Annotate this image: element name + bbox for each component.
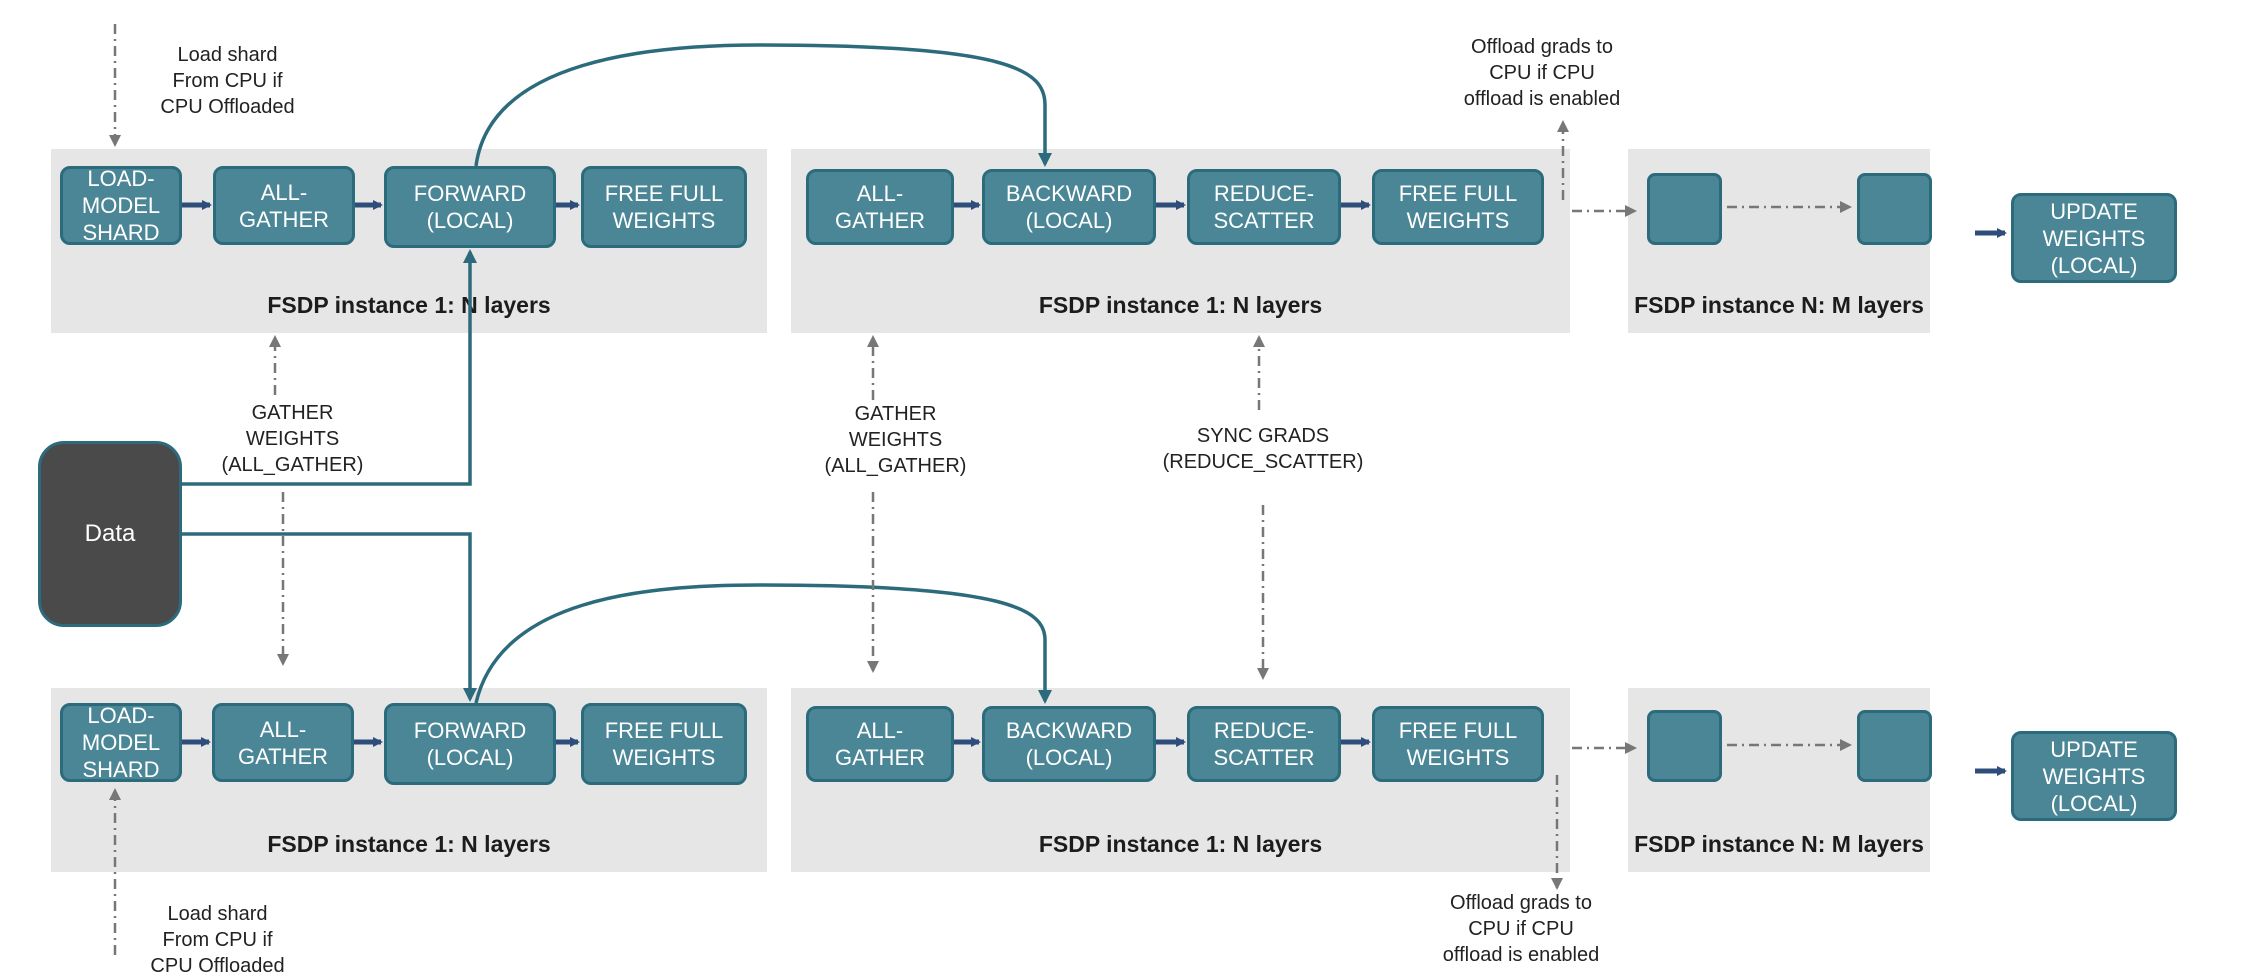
data-block: Data	[38, 441, 182, 627]
top-reduce-scatter-box: REDUCE- SCATTER	[1187, 169, 1341, 245]
data-to-top-forward-line	[182, 249, 477, 486]
top-all-gather-backward-box: ALL- GATHER	[806, 169, 954, 245]
bottom-all-gather-forward-box: ALL- GATHER	[212, 703, 354, 782]
panel-label: FSDP instance 1: N layers	[1038, 831, 1323, 857]
bottom-backward-box: BACKWARD (LOCAL)	[982, 706, 1156, 782]
panel-label: FSDP instance 1: N layers	[1038, 292, 1323, 318]
bottom-forward-to-backward-curve	[474, 583, 1052, 704]
top-layer-box-last	[1857, 173, 1932, 245]
bottom-load-model-shard-box: LOAD- MODEL SHARD	[60, 703, 182, 782]
top-forward-to-backward-curve	[474, 43, 1052, 167]
panel-label: FSDP instance N: M layers	[1634, 292, 1924, 318]
top-load-shard-note: Load shard From CPU if CPU Offloaded	[160, 44, 295, 118]
bottom-update-weights-box: UPDATE WEIGHTS (LOCAL)	[2011, 731, 2177, 821]
gather-weights-note-2: GATHER WEIGHTS (ALL_GATHER)	[808, 401, 983, 479]
panel-label: FSDP instance N: M layers	[1634, 831, 1924, 857]
top-load-model-shard-box: LOAD- MODEL SHARD	[60, 166, 182, 245]
bottom-load-shard-note: Load shard From CPU if CPU Offloaded	[150, 903, 285, 977]
bottom-offload-grads-note: Offload grads to CPU if CPU offload is e…	[1442, 892, 1600, 966]
bottom-free-full-weights-backward-box: FREE FULL WEIGHTS	[1372, 706, 1544, 782]
data-to-bottom-forward-line	[182, 532, 477, 702]
top-offload-grads-note: Offload grads to CPU if CPU offload is e…	[1463, 36, 1621, 110]
gather-weights-note-1: GATHER WEIGHTS (ALL_GATHER)	[205, 400, 380, 478]
top-backward-box: BACKWARD (LOCAL)	[982, 169, 1156, 245]
bottom-free-full-weights-forward-box: FREE FULL WEIGHTS	[581, 703, 747, 785]
panel-label: FSDP instance 1: N layers	[267, 831, 551, 857]
bottom-all-gather-backward-box: ALL- GATHER	[806, 706, 954, 782]
bottom-forward-box: FORWARD (LOCAL)	[384, 703, 556, 785]
panel-label: FSDP instance 1: N layers	[267, 292, 551, 318]
bottom-layer-box-first	[1647, 710, 1722, 782]
sync-grads-note: SYNC GRADS (REDUCE_SCATTER)	[1143, 423, 1383, 475]
top-free-full-weights-forward-box: FREE FULL WEIGHTS	[581, 166, 747, 248]
top-free-full-weights-backward-box: FREE FULL WEIGHTS	[1372, 169, 1544, 245]
bottom-reduce-scatter-box: REDUCE- SCATTER	[1187, 706, 1341, 782]
bottom-layer-box-last	[1857, 710, 1932, 782]
top-forward-box: FORWARD (LOCAL)	[384, 166, 556, 248]
top-update-weights-box: UPDATE WEIGHTS (LOCAL)	[2011, 193, 2177, 283]
top-layer-box-first	[1647, 173, 1722, 245]
top-all-gather-forward-box: ALL- GATHER	[213, 166, 355, 245]
